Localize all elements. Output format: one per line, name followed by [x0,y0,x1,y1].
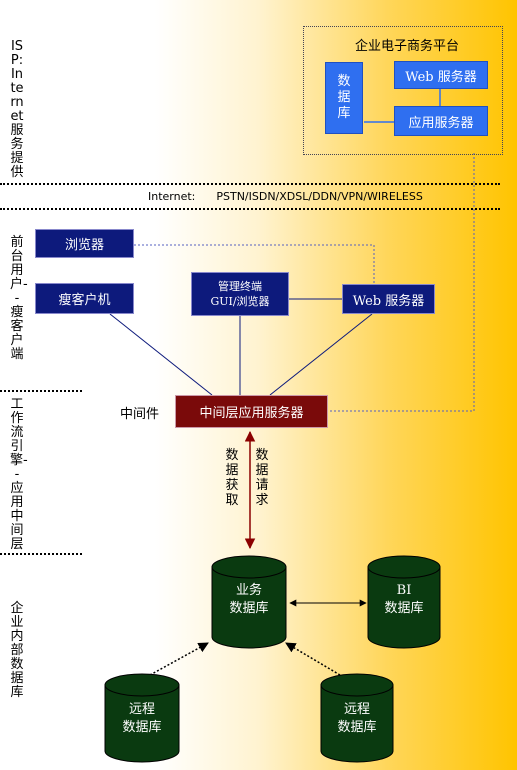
remote-database-1-line2: 数据库 [122,720,162,735]
platform-database: 数据库 [325,62,363,134]
separator-front [0,390,82,392]
management-terminal-line2: GUI/浏览器 [210,295,270,308]
remote-database-2-line1: 远程 [343,702,370,717]
remote-database-1-label: 远程 数据库 [105,701,179,737]
arrow-remote2-business [285,642,341,676]
remote-database-2-label: 远程 数据库 [321,701,393,737]
platform-boundary [303,26,503,155]
browser-box: 浏览器 [35,229,134,258]
management-terminal-box: 管理终端 GUI/浏览器 [191,272,289,316]
front-web-server-box: Web 服务器 [342,284,435,314]
browser-label: 浏览器 [64,238,104,253]
section-label-isp: ISP:Internet服务提供 [10,39,24,180]
separator-internet [0,208,500,210]
platform-app-server-label: 应用服务器 [408,115,474,131]
business-database-line2: 数据库 [229,601,269,616]
platform-app-server: 应用服务器 [394,106,488,136]
business-database-label: 业务 数据库 [212,582,286,618]
middle-app-server-box: 中间层应用服务器 [175,395,328,428]
business-database-line1: 业务 [235,583,262,598]
middle-app-server-label: 中间层应用服务器 [199,406,304,421]
data-request-label: 数据请求 [255,448,269,508]
remote-database-1-cylinder [104,673,180,763]
remote-database-2-cylinder [320,673,394,763]
bi-database-line1: BI [396,583,412,598]
line-browser-web [134,244,375,284]
separator-top [0,183,500,185]
section-label-enterprise: 企业内部数据库 [10,601,24,700]
arrow-remote1-business [149,642,209,676]
line-platform-middle [328,153,475,412]
internet-protocols: Internet: PSTN/ISDN/XDSL/DDN/VPN/WIRELES… [148,190,423,203]
platform-title: 企业电子商务平台 [355,39,460,54]
front-web-server-label: Web 服务器 [352,293,425,309]
remote-database-1-line1: 远程 [128,702,155,717]
bi-database-cylinder [367,555,441,649]
thin-client-box: 瘦客户机 [35,283,134,314]
platform-web-server: Web 服务器 [394,61,488,89]
data-fetch-label: 数据获取 [225,448,239,508]
thin-client-label: 瘦客户机 [58,293,111,308]
platform-web-server-label: Web 服务器 [405,69,477,85]
section-label-workflow: 工作流引擎--应用中间层 [10,397,28,552]
bi-database-label: BI 数据库 [368,582,440,618]
separator-workflow [0,553,82,555]
management-terminal-line1: 管理终端 [218,280,262,293]
middleware-label: 中间件 [120,407,160,422]
section-label-front: 前台用户--瘦客户端 [10,235,28,362]
line-web-middle [269,313,373,396]
remote-database-2-line2: 数据库 [337,720,377,735]
business-database-cylinder [211,555,287,649]
line-thin-middle [109,313,213,396]
platform-database-label: 数据库 [337,74,351,121]
bi-database-line2: 数据库 [384,601,424,616]
